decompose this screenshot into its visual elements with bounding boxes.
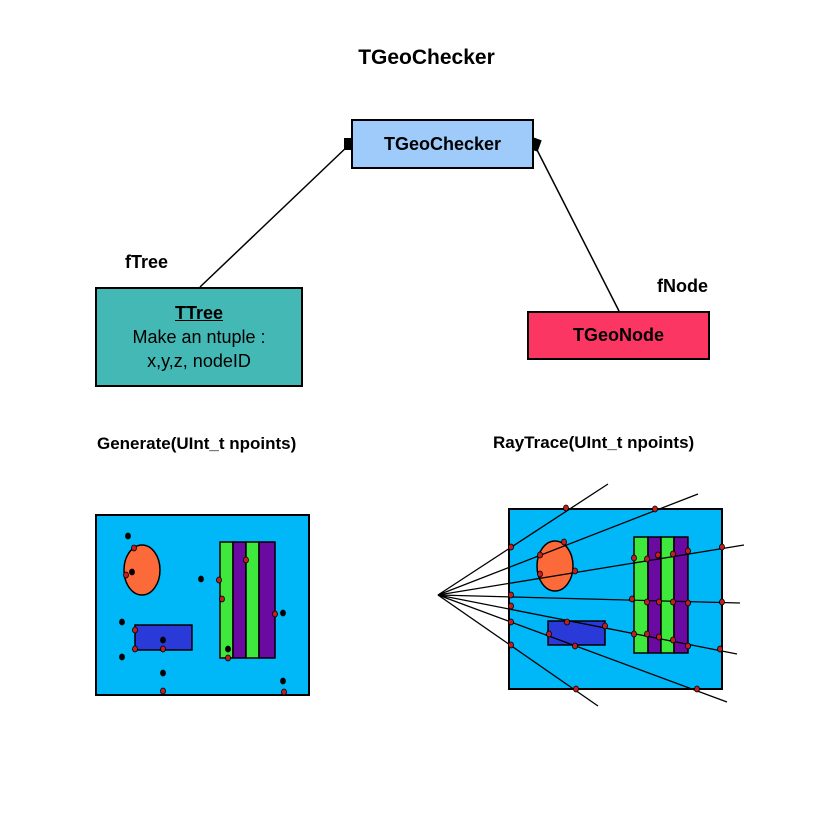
boundary-point <box>160 687 166 695</box>
fnode-label: fNode <box>657 276 708 296</box>
ellipse-volume <box>536 540 574 592</box>
generated-point <box>280 677 286 685</box>
tree-association-line <box>199 143 351 288</box>
tgeonode-class-box: TGeoNode <box>527 311 710 360</box>
ray-intersection-points <box>508 504 725 693</box>
intersection-point <box>537 551 543 559</box>
intersection-point <box>573 685 579 693</box>
intersection-point <box>717 645 723 653</box>
ray-line <box>437 594 728 703</box>
intersection-point <box>670 636 676 644</box>
ttree-desc-line2: x,y,z, nodeID <box>147 351 251 371</box>
intersection-point <box>719 598 725 606</box>
boundary-point <box>160 645 166 653</box>
intersection-point <box>572 642 578 650</box>
node-association-line <box>533 143 620 312</box>
intersection-point <box>602 622 608 630</box>
intersection-point <box>652 505 658 513</box>
generated-point <box>225 645 231 653</box>
intersection-point <box>644 598 650 606</box>
intersection-point <box>694 685 700 693</box>
boundary-point <box>219 595 225 603</box>
intersection-point <box>655 551 661 559</box>
generated-point <box>160 669 166 677</box>
ftree-label: fTree <box>125 252 169 272</box>
ttree-name: TTree <box>174 303 224 323</box>
ellipse-volume <box>123 544 161 596</box>
intersection-point <box>670 550 676 558</box>
tgeonode-label: TGeoNode <box>572 325 664 345</box>
intersection-point <box>508 591 514 599</box>
boundary-point <box>216 576 222 584</box>
generated-point <box>280 609 286 617</box>
boundary-point <box>132 645 138 653</box>
intersection-point <box>546 630 552 638</box>
boundary-point <box>243 556 249 564</box>
boundary-point <box>225 654 231 662</box>
intersection-point <box>563 504 569 512</box>
intersection-point <box>685 642 691 650</box>
ttree-desc-line1: Make an ntuple : <box>132 327 266 347</box>
intersection-point <box>564 618 570 626</box>
diagram-title: TGeoChecker <box>358 46 495 69</box>
intersection-point <box>685 599 691 607</box>
intersection-point <box>508 602 514 610</box>
ray-line <box>437 544 745 596</box>
raytrace-method-label: RayTrace(UInt_t npoints) <box>493 433 695 452</box>
boundary-point <box>272 610 278 618</box>
intersection-point <box>631 630 637 638</box>
generated-point <box>160 636 166 644</box>
ray-line <box>437 483 609 596</box>
intersection-point <box>644 555 650 563</box>
intersection-point <box>719 543 725 551</box>
generate-method-label: Generate(UInt_t npoints) <box>97 434 297 453</box>
generated-point <box>198 575 204 583</box>
intersection-point <box>561 538 567 546</box>
world-volume <box>508 508 723 690</box>
tgeochecker-class-box: TGeoChecker <box>351 119 534 169</box>
intersection-point <box>631 554 637 562</box>
tgeochecker-label: TGeoChecker <box>383 133 502 154</box>
ttree-class-box: TTree Make an ntuple : x,y,z, nodeID <box>95 287 303 387</box>
intersection-point <box>572 567 578 575</box>
stripe-purple-2 <box>673 536 689 654</box>
intersection-point <box>508 618 514 626</box>
generated-point <box>119 618 125 626</box>
generated-point <box>119 653 125 661</box>
intersection-point <box>644 630 650 638</box>
boundary-point <box>123 571 129 579</box>
generated-point <box>129 568 135 576</box>
blue-box-volume <box>547 620 606 646</box>
boundary-point <box>132 626 138 634</box>
boundary-point <box>281 688 287 696</box>
intersection-point <box>629 595 635 603</box>
stripe-purple-2 <box>258 541 276 659</box>
generated-point <box>125 532 131 540</box>
intersection-point <box>537 570 543 578</box>
intersection-point <box>508 543 514 551</box>
generated-points <box>119 532 287 696</box>
intersection-point <box>508 641 514 649</box>
boundary-point <box>131 544 137 552</box>
intersection-point <box>685 547 691 555</box>
ray-line <box>437 594 599 707</box>
intersection-point <box>656 598 662 606</box>
intersection-point <box>656 633 662 641</box>
intersection-point <box>670 598 676 606</box>
